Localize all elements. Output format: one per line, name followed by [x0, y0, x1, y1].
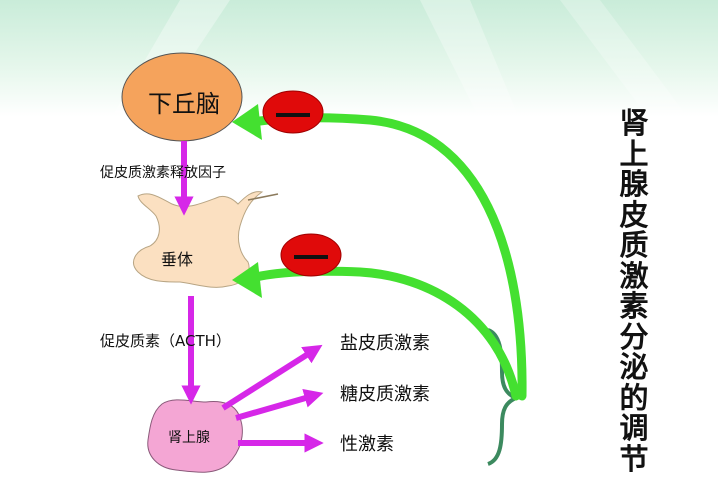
feedback-arrow-pituitary [247, 266, 521, 401]
hypothalamus-label: 下丘脑 [148, 90, 220, 118]
inhibit-oval-hypothalamus [262, 90, 324, 134]
adrenal-shape [147, 399, 243, 473]
mineralocorticoid-arrow [221, 344, 323, 411]
acth-label: 促皮质素（ACTH） [100, 332, 231, 350]
pituitary-stalk [247, 193, 279, 201]
glucocorticoid-arrow [235, 388, 324, 421]
hormone-mineralocorticoid: 盐皮质激素 [340, 333, 430, 354]
feedback-arrowhead-pituitary [232, 262, 262, 298]
pituitary-label: 垂体 [161, 250, 194, 269]
minus-sign-hypothalamus [276, 113, 310, 117]
feedback-arrowhead-hypothalamus [232, 104, 262, 140]
pituitary-shape [133, 191, 264, 288]
slide-title: 肾上腺皮质激素分泌的调节 [619, 106, 649, 476]
minus-sign-pituitary [294, 255, 328, 259]
hormone-glucocorticoid: 糖皮质激素 [340, 384, 430, 405]
crf-label: 促皮质激素释放因子 [100, 165, 226, 181]
hormone-sex: 性激素 [340, 434, 394, 455]
adrenal-label: 肾上腺 [168, 430, 210, 446]
